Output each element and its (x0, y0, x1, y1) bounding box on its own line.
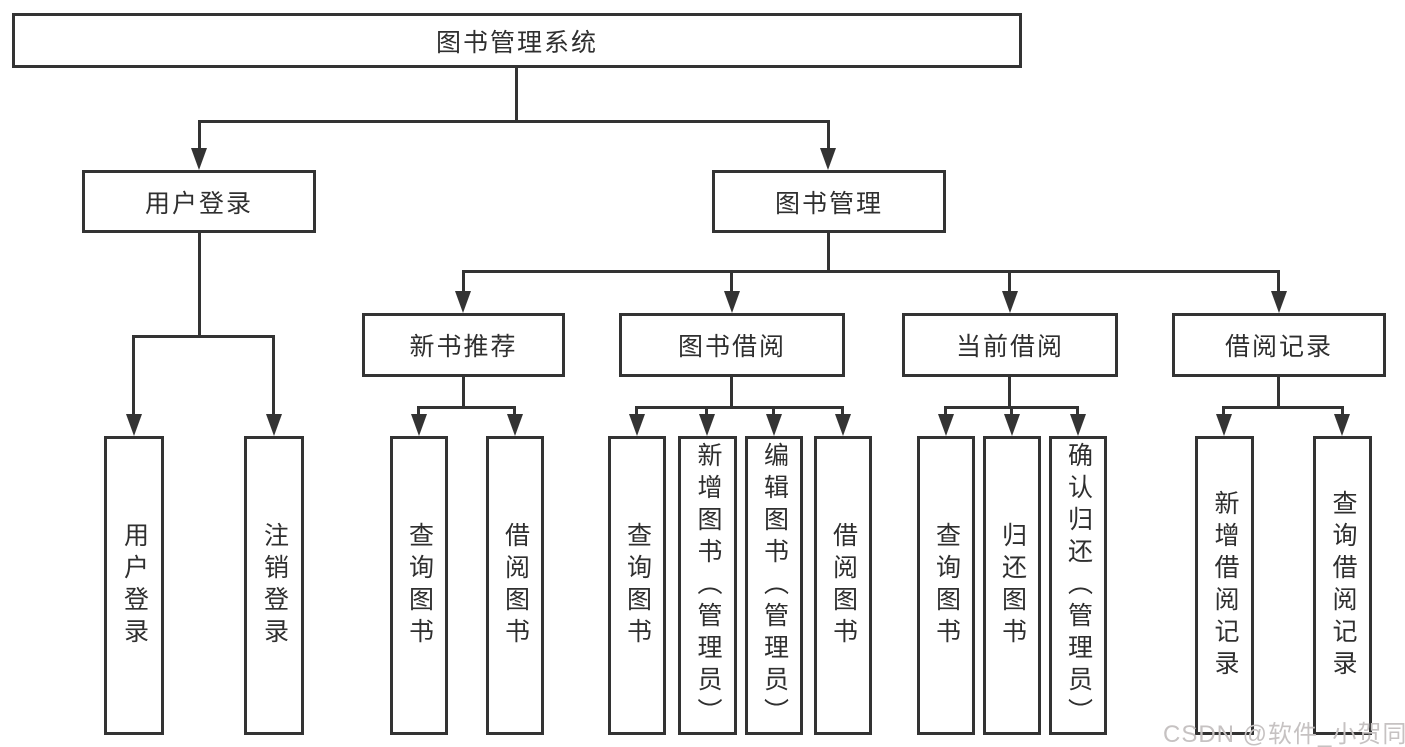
connector-drop-line (1010, 406, 1013, 414)
node-label: 图书管理系统 (435, 28, 598, 57)
arrow-down-icon (1216, 414, 1232, 436)
node-label: 确认归还（管理员） (1064, 441, 1093, 730)
csdn-watermark: CSDN @软件_小贺同学 (1163, 721, 1405, 747)
node-label: 借阅图书 (501, 521, 530, 650)
connector-drop-line (635, 406, 638, 414)
connector-drop-line (730, 270, 733, 291)
node-label: 借阅记录 (1224, 333, 1333, 361)
arrow-down-icon (126, 414, 142, 436)
leaf-current-confirm-return-admin: 确认归还（管理员） (1049, 436, 1107, 735)
arrow-down-icon (766, 414, 782, 436)
connector-drop-line (1341, 406, 1344, 414)
arrow-down-icon (507, 414, 523, 436)
connector-drop-line (272, 335, 275, 414)
node-label: 用户登录 (120, 521, 149, 650)
node-book-management: 图书管理 (712, 170, 946, 233)
node-label: 注销登录 (260, 521, 289, 650)
leaf-logout: 注销登录 (244, 436, 304, 735)
connector-drop-line (1222, 406, 1225, 414)
leaf-borrow-borrow-books: 借阅图书 (814, 436, 872, 735)
arrow-down-icon (455, 291, 471, 313)
node-label: 图书借阅 (677, 333, 786, 361)
leaf-borrow-add-books-admin: 新增图书（管理员） (678, 436, 737, 735)
leaf-borrow-edit-books-admin: 编辑图书（管理员） (745, 436, 803, 735)
connector-new-book-stub (462, 377, 465, 406)
node-label: 当前借阅 (955, 333, 1064, 361)
connector-drop-line (1277, 270, 1280, 291)
connector-book-borrow-stub (730, 377, 733, 406)
arrow-down-icon (699, 414, 715, 436)
connector-user-login-rail (132, 335, 275, 338)
leaf-records-query-record: 查询借阅记录 (1313, 436, 1372, 735)
connector-drop-line (132, 335, 135, 414)
node-label: 归还图书 (998, 521, 1027, 650)
connector-drop-line (513, 406, 516, 414)
connector-current-borrow-stub (1008, 377, 1011, 406)
connector-drop-line (417, 406, 420, 414)
leaf-current-query-books: 查询图书 (917, 436, 975, 735)
node-library-management-system: 图书管理系统 (12, 13, 1022, 68)
leaf-newbook-borrow-books: 借阅图书 (486, 436, 544, 735)
connector-drop-line (198, 120, 201, 148)
connector-drop-line (1008, 270, 1011, 291)
node-label: 新书推荐 (409, 333, 518, 361)
node-book-borrow: 图书借阅 (619, 313, 845, 377)
node-label: 借阅图书 (829, 521, 858, 650)
node-user-login: 用户登录 (82, 170, 316, 233)
arrow-down-icon (1070, 414, 1086, 436)
arrow-down-icon (1004, 414, 1020, 436)
node-label: 查询图书 (932, 521, 961, 650)
connector-root-rail (198, 120, 830, 123)
arrow-down-icon (1271, 291, 1287, 313)
connector-borrow-records-rail (1222, 406, 1344, 409)
arrow-down-icon (724, 291, 740, 313)
connector-new-book-rail (417, 406, 516, 409)
leaf-newbook-query-books: 查询图书 (390, 436, 448, 735)
arrow-down-icon (266, 414, 282, 436)
arrow-down-icon (835, 414, 851, 436)
leaf-user-login: 用户登录 (104, 436, 164, 735)
connector-book-borrow-rail (635, 406, 844, 409)
arrow-down-icon (1002, 291, 1018, 313)
arrow-down-icon (820, 148, 836, 170)
connector-drop-line (944, 406, 947, 414)
connector-drop-line (827, 120, 830, 148)
arrow-down-icon (411, 414, 427, 436)
node-label: 查询图书 (623, 521, 652, 650)
leaf-records-add-record: 新增借阅记录 (1195, 436, 1254, 735)
node-label: 新增借阅记录 (1211, 489, 1239, 682)
leaf-current-return-books: 归还图书 (983, 436, 1041, 735)
connector-drop-line (705, 406, 708, 414)
connector-root-stub (515, 68, 518, 120)
arrow-down-icon (191, 148, 207, 170)
connector-drop-line (841, 406, 844, 414)
node-current-borrow: 当前借阅 (902, 313, 1118, 377)
node-label: 图书管理 (774, 189, 883, 218)
node-label: 编辑图书（管理员） (760, 441, 789, 730)
node-label: 查询图书 (405, 521, 434, 650)
connector-borrow-records-stub (1277, 377, 1280, 406)
connector-book-mgmt-rail (462, 270, 1280, 273)
connector-drop-line (772, 406, 775, 414)
node-label: 新增图书（管理员） (694, 441, 722, 730)
connector-user-login-stub (198, 233, 201, 335)
arrow-down-icon (938, 414, 954, 436)
node-label: 用户登录 (144, 189, 253, 218)
node-new-book-recommend: 新书推荐 (362, 313, 565, 377)
connector-book-mgmt-stub (827, 233, 830, 270)
node-borrow-records: 借阅记录 (1172, 313, 1386, 377)
arrow-down-icon (1334, 414, 1350, 436)
arrow-down-icon (629, 414, 645, 436)
leaf-borrow-query-books: 查询图书 (608, 436, 666, 735)
connector-drop-line (1076, 406, 1079, 414)
connector-drop-line (462, 270, 465, 291)
node-label: 查询借阅记录 (1329, 489, 1357, 682)
